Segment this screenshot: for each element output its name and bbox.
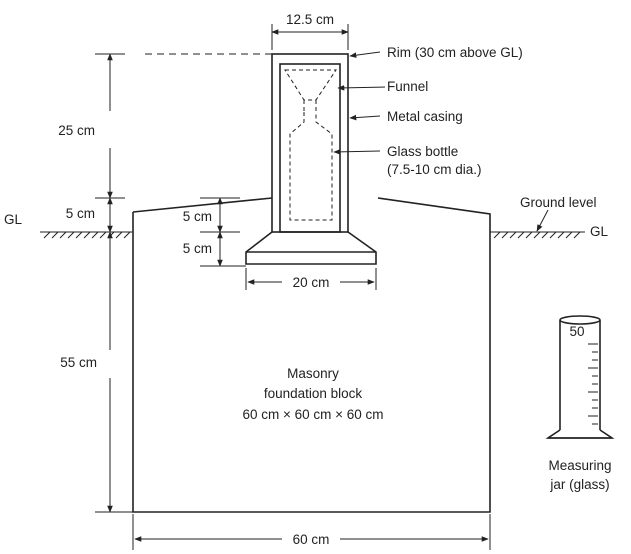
block-label-1: Masonry <box>287 366 339 381</box>
dim-block-width-label: 60 cm <box>293 532 330 547</box>
dim-rim-height-label: 25 cm <box>58 123 95 138</box>
dim-base-width <box>245 268 377 290</box>
block-label-3: 60 cm × 60 cm × 60 cm <box>242 407 383 422</box>
dim-depth-label: 55 cm <box>60 355 97 370</box>
dim-top-width-label: 12.5 cm <box>286 12 334 27</box>
funnel-label: Funnel <box>387 79 428 94</box>
dim-block-width <box>132 514 491 550</box>
funnel <box>284 69 337 112</box>
dim-base-step-2-label: 5 cm <box>183 241 212 256</box>
callout-leaders <box>333 51 549 232</box>
block-label-2: foundation block <box>264 386 363 401</box>
foundation-block <box>132 197 491 513</box>
metal-casing <box>245 53 377 265</box>
jar-label-2: jar (glass) <box>549 477 609 492</box>
ground-hatch-right <box>490 231 585 239</box>
measuring-jar <box>545 315 615 439</box>
ground-hatch-left <box>40 231 133 239</box>
glass-bottle-label-1: Glass bottle <box>387 144 458 159</box>
dim-top-width <box>271 24 349 50</box>
dim-base-width-label: 20 cm <box>293 275 330 290</box>
metal-casing-label: Metal casing <box>387 109 463 124</box>
gl-right-label: GL <box>590 224 609 239</box>
ground-level-label: Ground level <box>520 195 597 210</box>
jar-mark-label: 50 <box>569 324 584 339</box>
dim-gl-offset-label: 5 cm <box>66 206 95 221</box>
rim-label: Rim (30 cm above GL) <box>387 45 523 60</box>
dim-base-steps <box>200 197 246 267</box>
glass-bottle <box>289 112 333 221</box>
dim-left-vertical <box>95 53 135 513</box>
jar-scale-ticks <box>588 343 598 425</box>
jar-label-1: Measuring <box>548 458 611 473</box>
glass-bottle-label-2: (7.5-10 cm dia.) <box>387 162 482 177</box>
gl-left-label: GL <box>4 212 23 227</box>
dim-base-step-1-label: 5 cm <box>183 209 212 224</box>
